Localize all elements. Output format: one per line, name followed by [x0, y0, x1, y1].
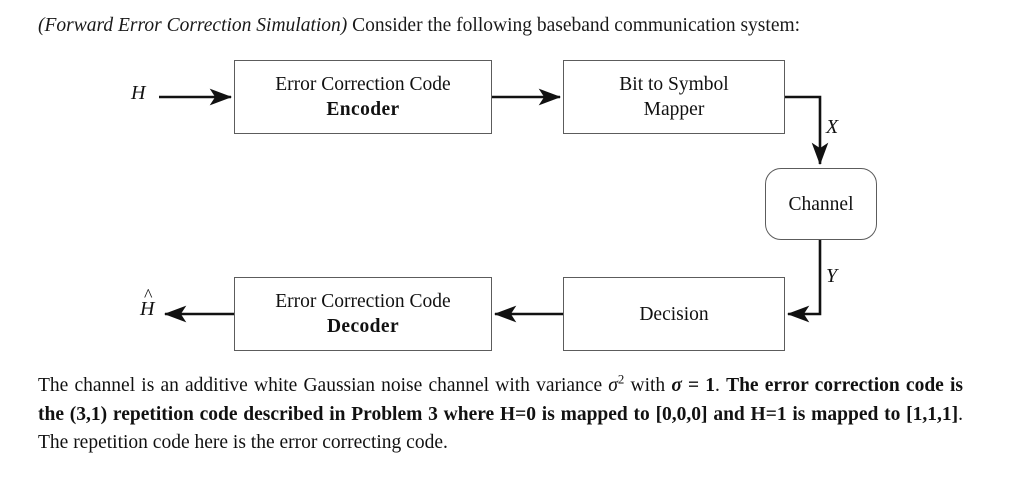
h-hat-base: H — [140, 298, 155, 320]
block-mapper-line2: Mapper — [643, 99, 705, 120]
para-seg1: The channel is an additive white Gaussia… — [38, 375, 609, 396]
block-channel[interactable]: Channel — [765, 168, 877, 240]
para-sigma-variance: σ — [608, 375, 618, 396]
para-seg3: . — [715, 375, 727, 396]
para-sigma-exponent: 2 — [617, 372, 625, 387]
signal-label-x: X — [826, 116, 839, 138]
block-bit-to-symbol-mapper[interactable]: Bit to Symbol Mapper — [563, 60, 785, 134]
para-bold-run: The error correction code is the (3,1) r… — [38, 375, 963, 425]
diagram-connectors — [159, 88, 829, 323]
signal-label-y: Y — [826, 265, 838, 287]
block-decoder-line1: Error Correction Code — [275, 291, 451, 312]
block-encoder-line1: Error Correction Code — [275, 74, 451, 95]
para-seg4: . The repetition code here is the error … — [38, 403, 963, 454]
block-channel-label: Channel — [788, 193, 854, 215]
signal-label-h-hat: ^H — [140, 286, 155, 321]
block-encoder[interactable]: Error Correction Code Encoder — [234, 60, 492, 134]
para-sigma-equals-one: = 1 — [681, 375, 716, 396]
description-paragraph: The channel is an additive white Gaussia… — [38, 372, 963, 458]
para-seg2: with — [624, 375, 672, 396]
block-mapper-line1: Bit to Symbol — [619, 74, 729, 95]
h-hat-wrapper: ^H — [140, 286, 155, 321]
circumflex-accent-icon: ^ — [144, 285, 153, 305]
block-decoder-line2: Decoder — [326, 316, 400, 337]
block-encoder-line2: Encoder — [326, 99, 400, 120]
arrow-channel-to-decision — [786, 240, 822, 323]
arrow-mapper-to-channel — [785, 95, 829, 166]
intro-rest-text: Consider the following baseband communic… — [347, 15, 801, 36]
para-sigma-bold: σ — [671, 375, 682, 396]
block-decision-label: Decision — [639, 303, 709, 325]
block-decision[interactable]: Decision — [563, 277, 785, 351]
signal-label-h: H — [131, 82, 146, 104]
block-decoder[interactable]: Error Correction Code Decoder — [234, 277, 492, 351]
intro-italic-title: (Forward Error Correction Simulation) — [38, 15, 348, 36]
block-diagram: Error Correction Code Encoder Bit to Sym… — [0, 50, 1024, 368]
intro-line: (Forward Error Correction Simulation) Co… — [38, 13, 998, 39]
